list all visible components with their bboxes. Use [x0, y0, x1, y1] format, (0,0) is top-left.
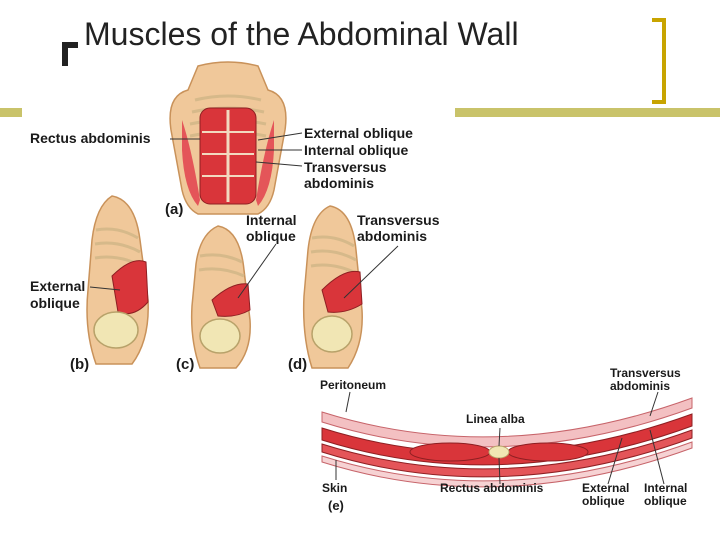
figure-e-cross-section: [321, 391, 693, 488]
label-transversus-e-line1: Transversus: [610, 366, 681, 380]
label-external-oblique-b-line1: External: [30, 278, 86, 294]
panel-label-d: (d): [288, 356, 308, 373]
panel-label-a: (a): [165, 201, 184, 218]
label-transversus-d-line2: abdominis: [357, 228, 428, 244]
label-transversus-e-line2: abdominis: [610, 379, 671, 393]
slide-title: Muscles of the Abdominal Wall: [84, 16, 519, 52]
label-internal-oblique-c-line1: Internal: [246, 212, 297, 228]
label-linea-alba: Linea alba: [466, 412, 525, 426]
label-internal-oblique-c-line2: oblique: [246, 228, 296, 244]
label-internal-oblique-e-line1: Internal: [644, 481, 688, 495]
label-peritoneum: Peritoneum: [320, 378, 387, 392]
label-rectus-abdominis-e: Rectus abdominis: [440, 481, 544, 495]
label-internal-oblique-e-line2: oblique: [644, 494, 687, 508]
figure-a-torso: [169, 61, 303, 215]
label-transversus-a-line1: Transversus: [304, 159, 387, 175]
title-corner-mark-top: [62, 42, 78, 48]
label-rectus-abdominis: Rectus abdominis: [30, 130, 151, 146]
panel-label-e: (e): [328, 498, 344, 513]
panel-label-b: (b): [70, 356, 90, 373]
label-external-oblique-a: External oblique: [304, 125, 413, 141]
accent-bar-right: [455, 108, 720, 117]
figure-b-torso: [86, 195, 149, 365]
figure-c-torso: [190, 225, 277, 369]
accent-bar-left: [0, 108, 22, 117]
panel-label-c: (c): [176, 356, 195, 373]
label-external-oblique-e-line2: oblique: [582, 494, 625, 508]
label-external-oblique-b-line2: oblique: [30, 295, 80, 311]
figure-d-torso: [302, 205, 399, 369]
label-external-oblique-e-line1: External: [582, 481, 630, 495]
label-transversus-d-line1: Transversus: [357, 212, 440, 228]
right-bracket: [652, 18, 666, 104]
label-transversus-a-line2: abdominis: [304, 175, 375, 191]
label-internal-oblique-a: Internal oblique: [304, 142, 409, 158]
label-skin: Skin: [322, 481, 348, 495]
title-corner-mark: [62, 42, 68, 66]
